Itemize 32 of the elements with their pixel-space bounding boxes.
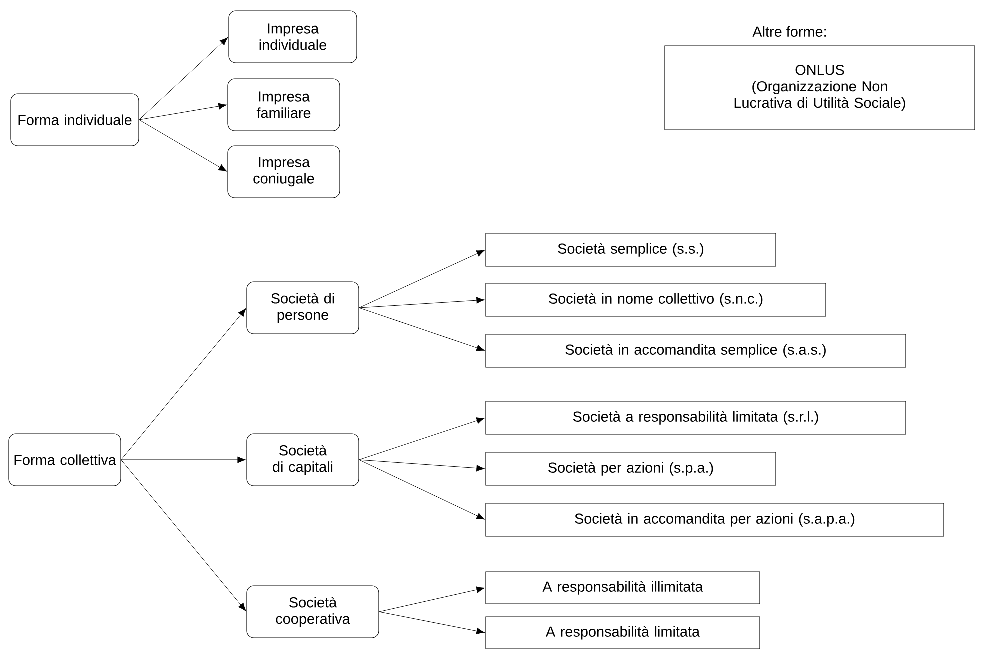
category-box: Impresa familiare: [228, 78, 340, 132]
category-box: Impresa coniugale: [228, 146, 340, 198]
arrow: [139, 120, 228, 172]
info-box: ONLUS (Organizzazione Non Lucrativa di Utilità Sociale): [664, 46, 976, 130]
arrow: [359, 297, 485, 308]
category-box: Società cooperativa: [246, 586, 380, 638]
arrow: [139, 103, 227, 120]
arrow: [359, 308, 485, 352]
arrow: [379, 612, 485, 635]
arrow: [359, 460, 485, 472]
type-box: A responsabilità limitata: [486, 616, 760, 650]
category-box: Società di capitali: [246, 434, 360, 486]
type-box: Società in nome collettivo (s.n.c.): [486, 283, 826, 317]
arrow: [359, 418, 485, 460]
category-box: Forma collettiva: [8, 434, 122, 486]
arrow: [121, 308, 246, 460]
category-box: Forma individuale: [10, 94, 140, 146]
type-box: Società per azioni (s.p.a.): [486, 452, 776, 486]
arrow: [121, 460, 246, 612]
type-box: Società in accomandita semplice (s.a.s.): [486, 334, 906, 368]
arrow: [359, 250, 486, 308]
type-box: Società a responsabilità limitata (s.r.l.): [486, 401, 906, 435]
arrow: [379, 586, 485, 612]
type-box: Società in accomandita per azioni (s.a.p.a.): [486, 503, 944, 537]
heading: Altre forme:: [752, 26, 826, 37]
arrow: [121, 456, 246, 464]
category-box: Società di persone: [246, 282, 360, 334]
type-box: Società semplice (s.s.): [486, 233, 776, 267]
type-box: A responsabilità illimitata: [486, 572, 760, 604]
arrow: [359, 460, 486, 520]
category-box: Impresa individuale: [228, 10, 358, 64]
arrow: [139, 37, 228, 120]
